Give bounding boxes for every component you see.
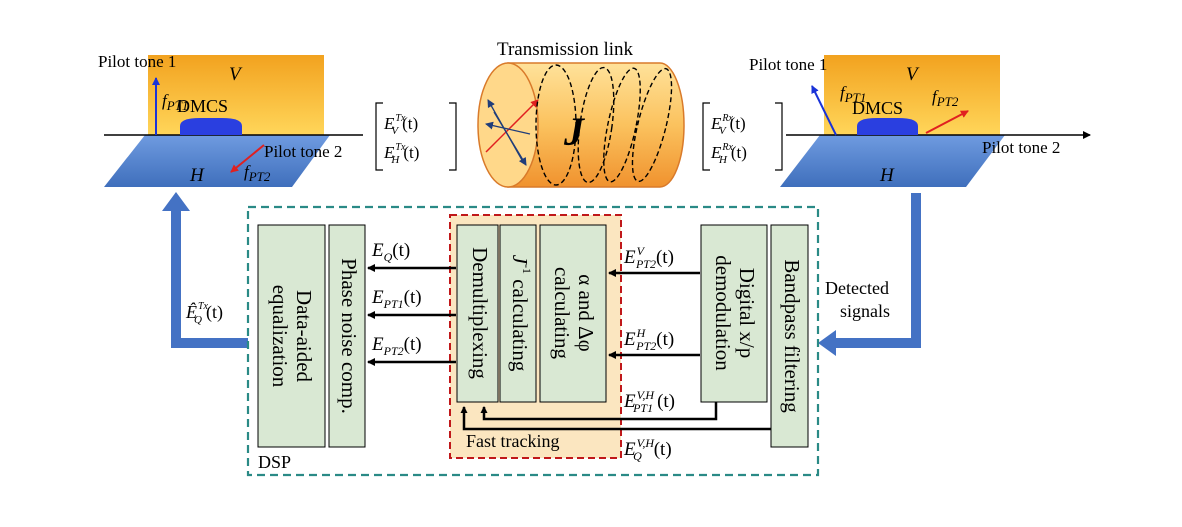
data-aided-line2: equalization (268, 285, 292, 388)
left-pilot-tone-2-label: Pilot tone 2 (264, 142, 342, 161)
dsp-region: DSP Fast tracking Data-aidedequalization… (246, 205, 820, 477)
data-aided-line1: Data-aided (292, 290, 316, 383)
right-dmcs-spectrum (857, 118, 918, 135)
fast-tracking-label: Fast tracking (466, 431, 559, 451)
dsp-label: DSP (258, 452, 291, 472)
block-digital-xp-label: Digital x/pdemodulation (711, 255, 759, 371)
block-j-inverse-label: J-1 calculating (508, 255, 534, 372)
rx-right-bracket (775, 102, 783, 171)
equalized-signal-feedback-arrow-shape (162, 192, 248, 348)
left-f-pt1-label: fPT1 (162, 91, 188, 113)
tx-right-bracket (449, 102, 457, 171)
left-pilot-tone-1-label: Pilot tone 1 (98, 52, 176, 71)
right-pilot-tone-2-label: Pilot tone 2 (982, 138, 1060, 157)
detected-signals-label-line2: signals (840, 301, 890, 321)
block-demultiplexing (456, 224, 499, 403)
signal-ept2-label: EPT2(t) (371, 334, 422, 358)
right-f-pt1-label: fPT1 (840, 83, 866, 105)
alpha-line1: α and Δφ (574, 274, 598, 351)
signal-eq-label: EQ(t) (371, 240, 410, 264)
right-pilot-tone-1-label: Pilot tone 1 (749, 55, 827, 74)
arrow-evh-q-path (460, 406, 771, 431)
signal-ept1-label: EPT1(t) (371, 287, 422, 311)
tx-left-bracket (375, 102, 383, 171)
rx-left-bracket (702, 102, 710, 171)
block-j-inverse-calculating (499, 224, 537, 403)
cylinder-navy-polarization-arrow-3 (485, 121, 531, 135)
left-dmcs-label: DMCS (177, 96, 228, 116)
left-dmcs-spectrum (180, 118, 242, 135)
detected-signals-arrow (818, 193, 921, 356)
digital-line1: Digital x/p (735, 268, 759, 358)
cylinder-dashed-ellipse-1 (535, 64, 577, 186)
right-f-pt2-label: fPT2 (932, 87, 959, 109)
left-v-label: V (229, 64, 243, 85)
alpha-line2: calculating (550, 267, 574, 360)
cylinder-dashed-ellipse-2 (577, 66, 615, 184)
left-plane-group: Pilot tone 1 V fPT1 DMCS Pilot tone 2 H … (98, 52, 363, 187)
right-pilot-tone-2-arrow (925, 110, 969, 134)
left-h-label: H (189, 165, 205, 186)
block-phase-noise-comp (328, 224, 366, 448)
detected-signals-label-line1: Detected (825, 278, 889, 298)
right-plane-group: Pilot tone 1 V fPT1 DMCS fPT2 Pilot tone… (749, 55, 1091, 187)
left-pilot-tone-2-arrow (230, 144, 265, 173)
right-dmcs-label: DMCS (852, 98, 903, 118)
block-data-aided-equalization-label: Data-aidedequalization (268, 285, 316, 388)
digital-line2: demodulation (711, 255, 735, 371)
cylinder-body (507, 62, 685, 188)
block-digital-xp-demodulation (700, 224, 768, 403)
block-bandpass-filtering-label: Bandpass filtering (780, 259, 804, 413)
cylinder-navy-polarization-arrow-2 (493, 111, 527, 166)
transmission-link-title: Transmission link (497, 39, 634, 60)
cylinder-red-polarization-arrow (485, 99, 539, 153)
left-f-pt2-label: fPT2 (244, 162, 271, 184)
right-h-label: H (879, 165, 895, 186)
block-demultiplexing-label: Demultiplexing (468, 247, 492, 379)
block-alpha-delta-phi (539, 224, 607, 403)
right-pilot-tone-1-arrow (811, 85, 837, 136)
cylinder-front-face (477, 62, 539, 188)
right-h-plane (780, 135, 1005, 187)
jones-matrix-label: J (563, 109, 586, 154)
cylinder-dashed-ellipse-3 (603, 67, 641, 183)
block-alpha-delta-phi-label: α and Δφcalculating (550, 267, 598, 360)
left-h-plane (104, 135, 330, 187)
block-data-aided-equalization (257, 224, 326, 448)
block-bandpass-filtering (770, 224, 809, 448)
dsp-border (246, 205, 820, 477)
block-phase-noise-comp-label: Phase noise comp. (337, 258, 361, 414)
right-v-label: V (906, 64, 920, 85)
arrow-evh-pt1-path (480, 402, 718, 421)
transmission-link: Transmission link J (477, 39, 685, 188)
